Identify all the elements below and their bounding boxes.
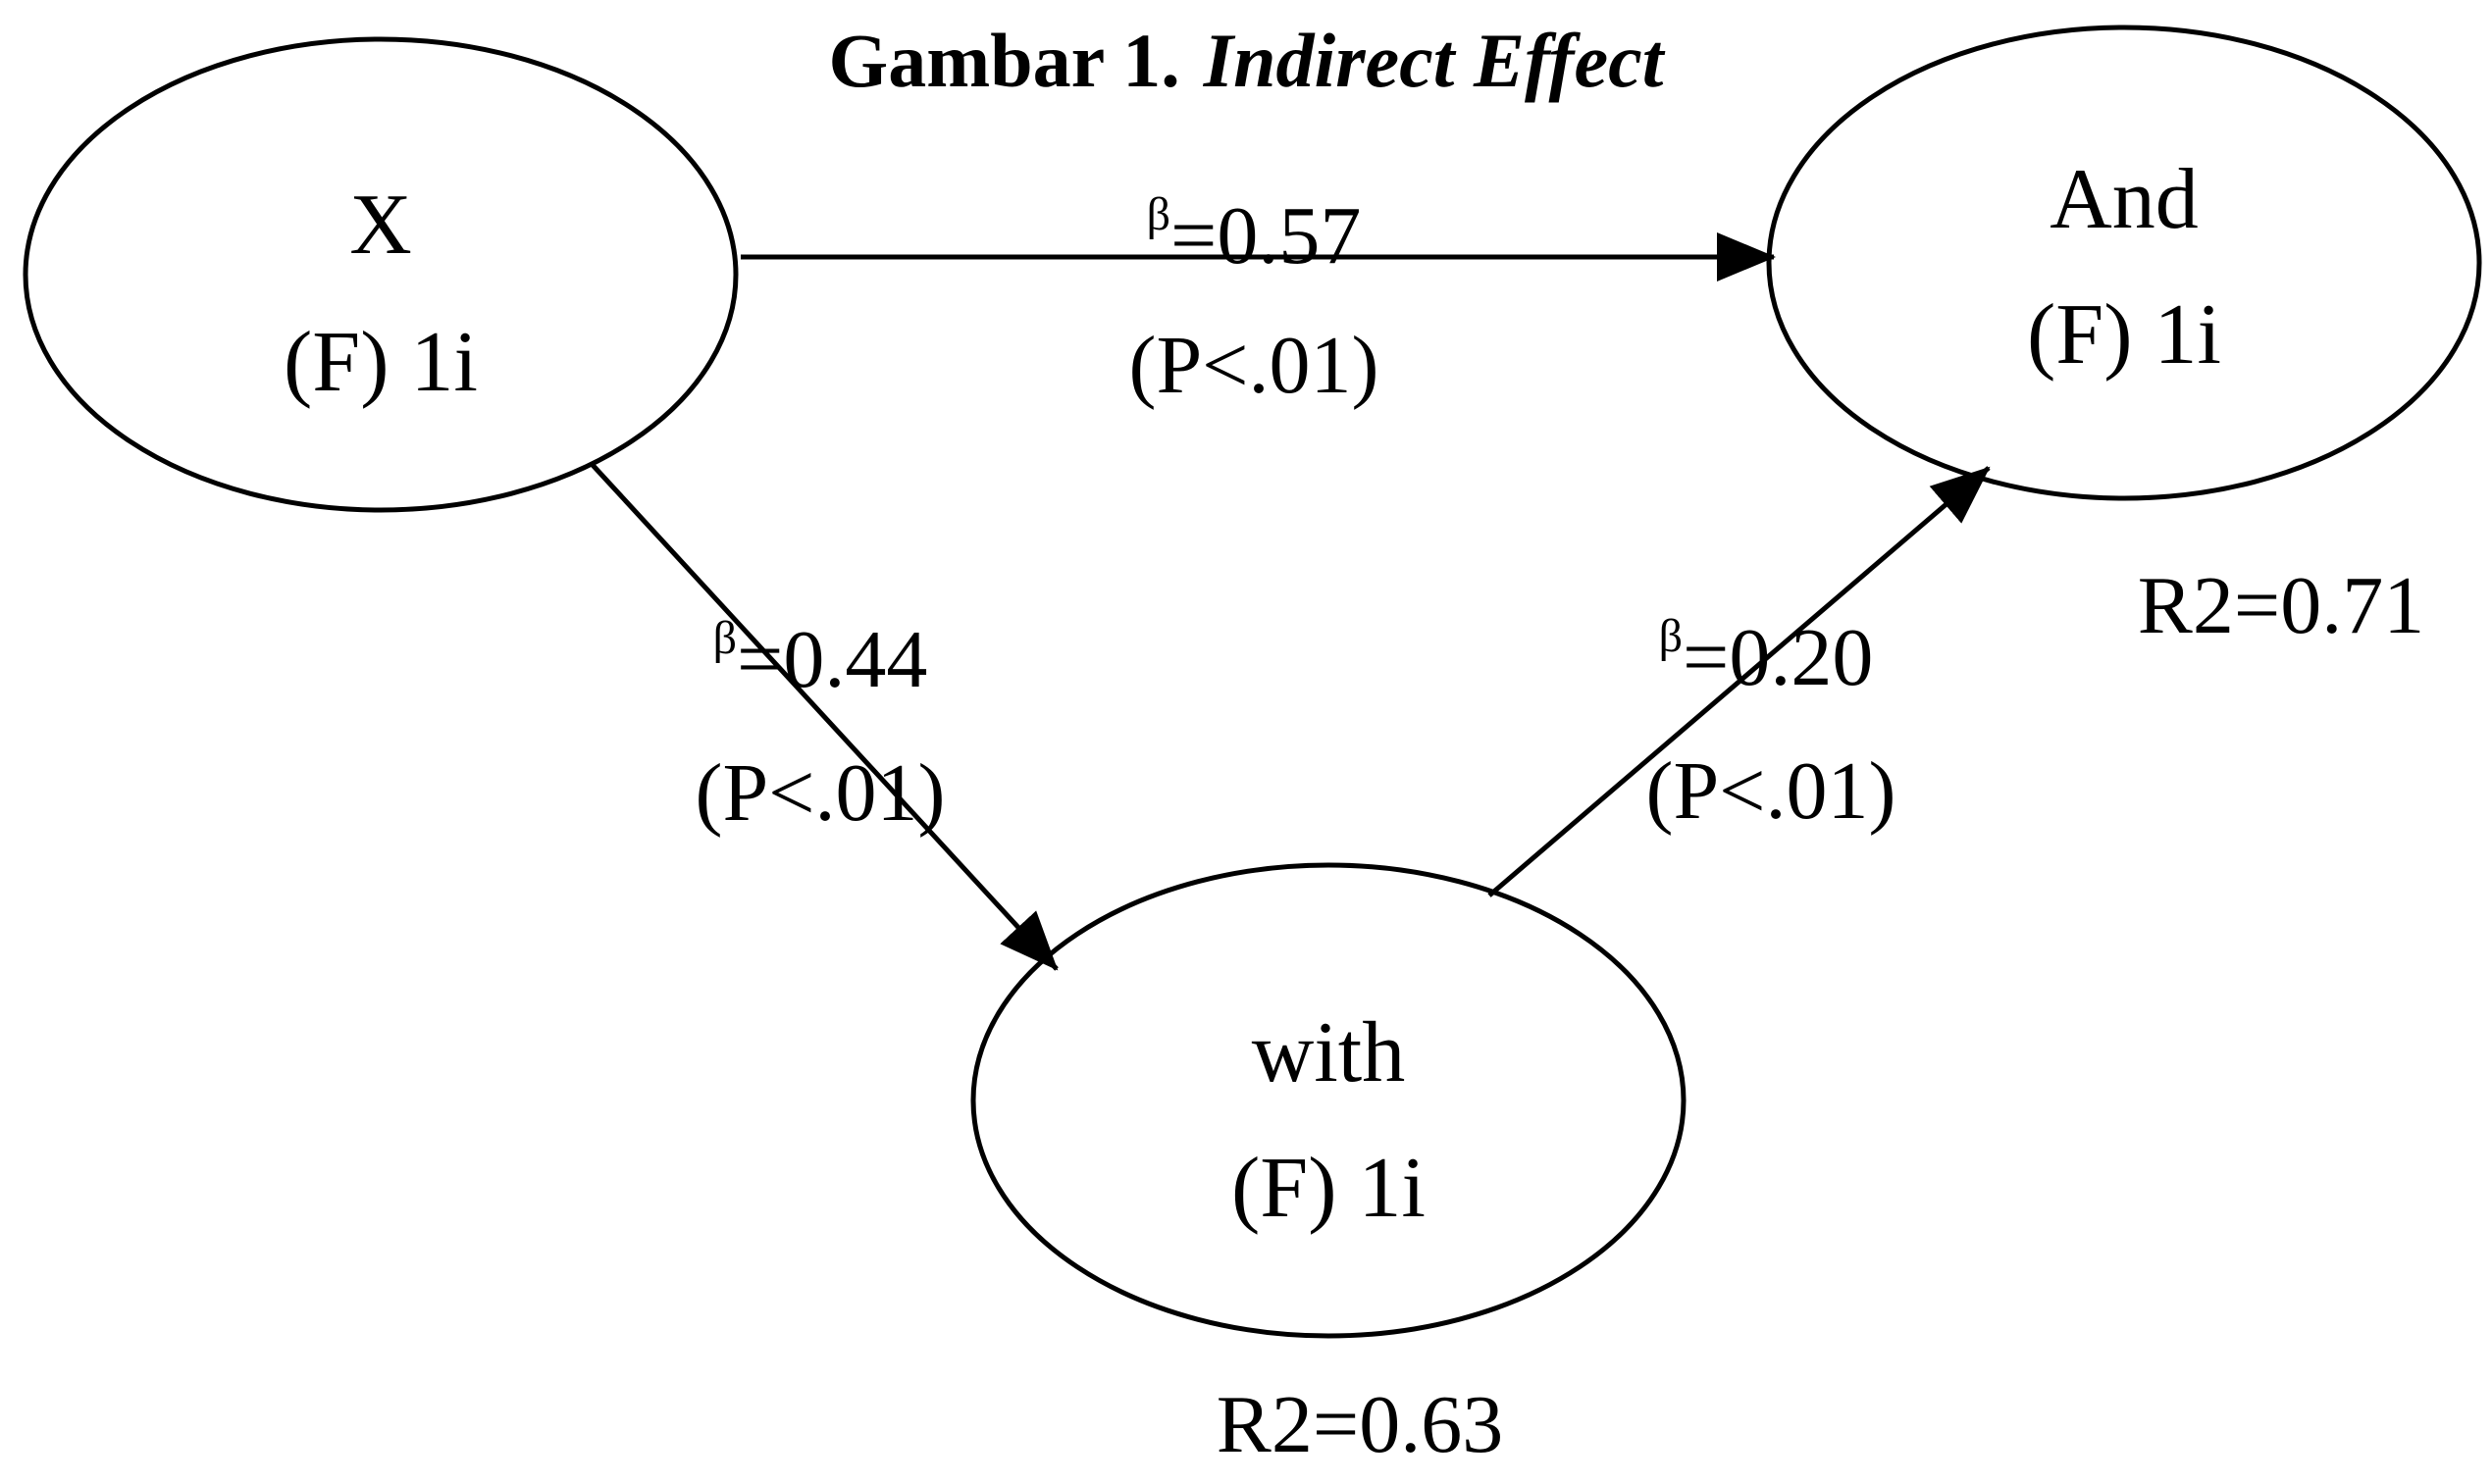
figure-title-italic: Indirect Effect [1203, 18, 1666, 103]
beta-value: =0.57 [1170, 190, 1361, 281]
edge-x-to-y-beta: β=0.57 [1147, 188, 1362, 281]
edge-x-to-with-p: (P<.01) [695, 747, 945, 839]
node-x-ellipse [23, 36, 739, 513]
beta-symbol: β [713, 612, 737, 664]
edge-with-to-y-p: (P<.01) [1645, 745, 1895, 837]
figure-title: Gambar 1. Indirect Effect [829, 18, 1666, 103]
beta-value: =0.20 [1683, 612, 1873, 703]
node-x-name: X [349, 178, 412, 273]
node-with-ellipse [970, 862, 1687, 1339]
node-y-name: And [2050, 152, 2199, 247]
node-y-r2: R2=0.71 [2138, 560, 2424, 651]
node-y-ellipse [1766, 25, 2482, 501]
edge-with-to-y-beta: β=0.20 [1659, 610, 1874, 703]
beta-symbol: β [1659, 610, 1683, 662]
node-x-sub: (F) 1i [284, 315, 478, 410]
node-with-sub: (F) 1i [1231, 1141, 1426, 1236]
figure-title-prefix: Gambar 1. [829, 18, 1180, 103]
edge-with-to-y [1487, 466, 1991, 897]
beta-symbol: β [1147, 188, 1170, 240]
node-with-r2: R2=0.63 [1217, 1379, 1503, 1470]
edge-x-to-y-p: (P<.01) [1128, 320, 1378, 411]
edge-x-to-with-beta: β=0.44 [713, 612, 928, 705]
node-y-sub: (F) 1i [2027, 287, 2221, 383]
beta-value: =0.44 [737, 614, 927, 705]
edge-x-to-with [590, 462, 1059, 971]
node-with-name: with [1252, 1005, 1405, 1100]
